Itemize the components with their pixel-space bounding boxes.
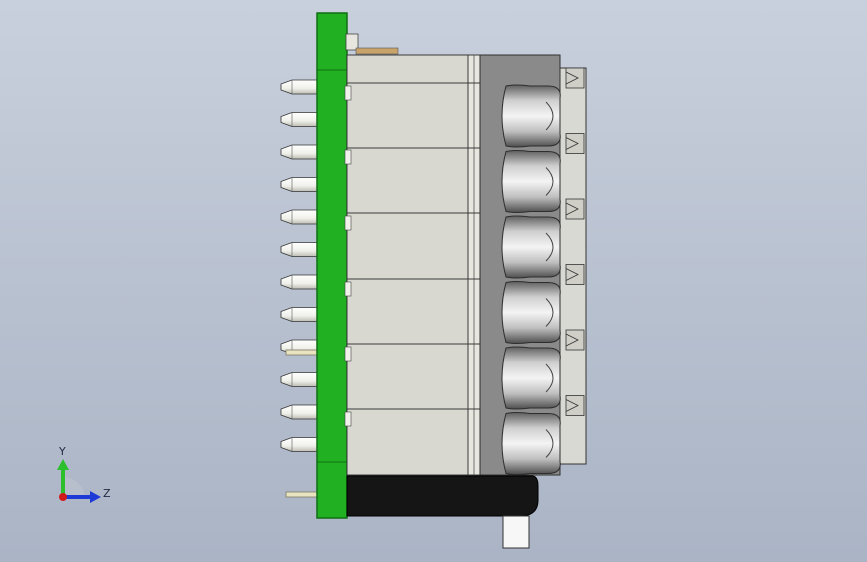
socket-latch bbox=[565, 133, 585, 154]
socket-cylinder bbox=[501, 150, 561, 213]
socket-cylinder bbox=[501, 412, 561, 475]
socket-latch-detail bbox=[565, 399, 579, 412]
left-pin bbox=[280, 177, 318, 192]
y-axis-label: Y bbox=[58, 445, 66, 458]
left-pin bbox=[280, 144, 318, 160]
socket-neck bbox=[545, 429, 554, 458]
socket-neck bbox=[545, 363, 554, 393]
socket-neck bbox=[545, 167, 554, 196]
connector-body bbox=[346, 54, 481, 476]
module-dividers bbox=[347, 82, 480, 410]
top-lead bbox=[355, 47, 399, 55]
socket-cylinder bbox=[501, 84, 561, 148]
socket-cylinder bbox=[501, 346, 561, 410]
axis-triad: Y Z bbox=[57, 445, 111, 503]
pcb-board bbox=[316, 12, 348, 519]
socket-latch bbox=[565, 198, 585, 220]
socket-latch bbox=[565, 264, 585, 285]
socket-neck bbox=[545, 101, 554, 131]
left-pin bbox=[280, 404, 318, 420]
base-tab bbox=[502, 515, 530, 549]
top-component bbox=[345, 33, 359, 51]
socket-neck bbox=[545, 298, 554, 327]
socket-latch-detail bbox=[565, 268, 579, 281]
socket-latch-detail bbox=[565, 71, 579, 85]
base-plate bbox=[346, 475, 539, 517]
socket-cylinder bbox=[501, 215, 561, 279]
left-pin bbox=[280, 372, 318, 387]
socket-latch-detail bbox=[565, 333, 579, 347]
left-pin bbox=[280, 307, 318, 322]
socket-latch bbox=[565, 67, 585, 89]
socket-cylinder bbox=[501, 281, 561, 344]
bottom-lead bbox=[285, 349, 319, 356]
left-pin bbox=[280, 274, 318, 290]
socket-latch-detail bbox=[565, 202, 579, 216]
left-pin bbox=[280, 209, 318, 225]
left-pin-group bbox=[280, 79, 318, 452]
left-pin bbox=[280, 79, 318, 95]
left-pin bbox=[280, 437, 318, 452]
socket-neck bbox=[545, 232, 554, 262]
bottom-lead-2 bbox=[285, 491, 319, 498]
left-pin bbox=[280, 112, 318, 127]
z-axis-label: Z bbox=[103, 487, 111, 500]
socket-group bbox=[501, 67, 585, 475]
edge-clips bbox=[344, 85, 352, 427]
left-pin bbox=[280, 242, 318, 257]
socket-latch-detail bbox=[565, 137, 579, 150]
socket-latch bbox=[565, 329, 585, 351]
origin-dot bbox=[59, 493, 67, 501]
socket-latch bbox=[565, 395, 585, 416]
